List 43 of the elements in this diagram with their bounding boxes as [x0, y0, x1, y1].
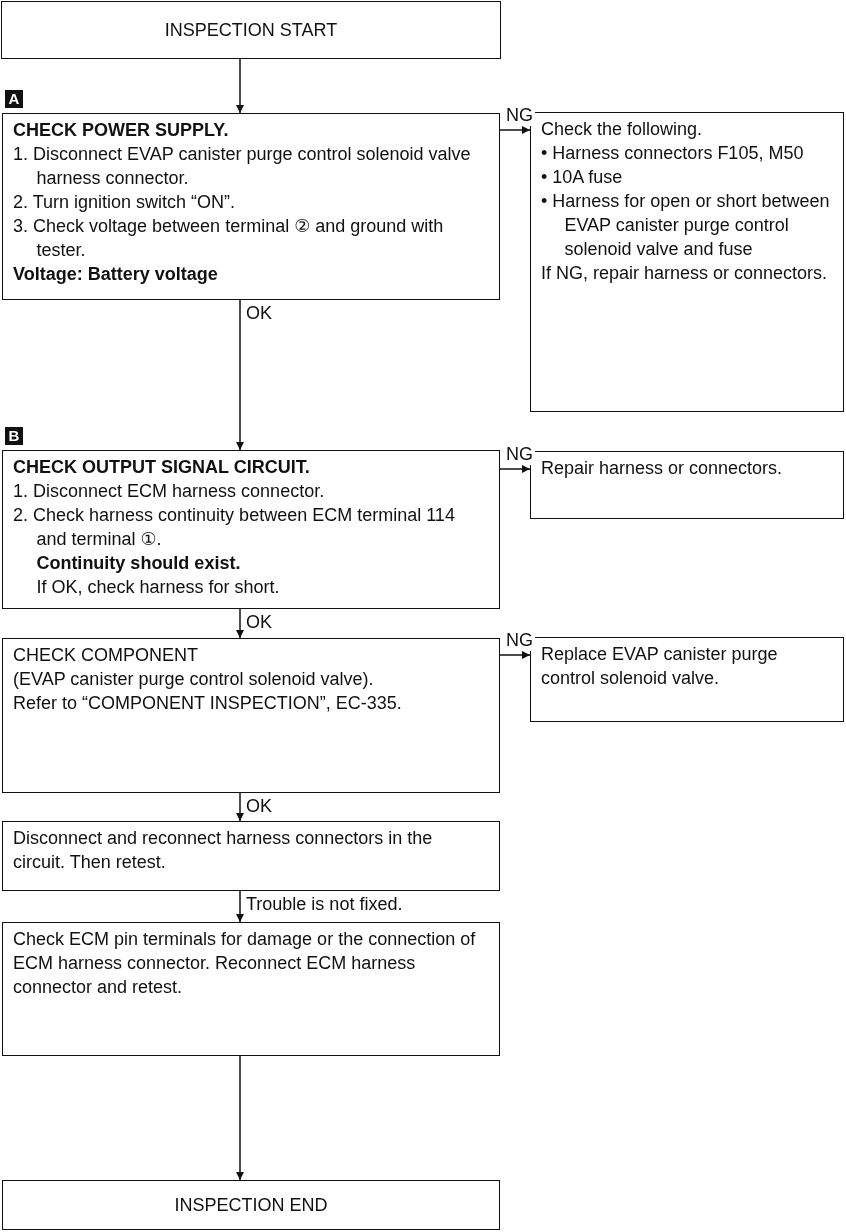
process-box [2, 638, 500, 793]
process-box [2, 821, 500, 891]
box-text: Repair harness or connectors. [541, 457, 784, 480]
arrow [499, 126, 531, 134]
box-text: Voltage: Battery voltage [13, 263, 219, 286]
box-text: 3. Check voltage between terminal ② and ground with tester. [13, 215, 445, 262]
box-text: INSPECTION START [163, 19, 339, 42]
box-text: Check ECM pin terminals for damage or the connection of ECM harness connector. Reconnect ECM harness connector and retest. [13, 928, 477, 999]
box-text: If NG, repair harness or connectors. [541, 262, 829, 285]
section-marker: B [5, 427, 23, 445]
arrow [236, 890, 244, 923]
process-box [2, 1180, 500, 1230]
box-text: CHECK COMPONENT [13, 644, 199, 667]
box-text: Refer to “COMPONENT INSPECTION”, EC-335. [13, 692, 403, 715]
arrow [236, 299, 244, 451]
box-text: 2. Check harness continuity between ECM terminal 114 and terminal ①. [13, 504, 456, 551]
box-text: 1. Disconnect EVAP canister purge control solenoid valve harness connector. [13, 143, 472, 190]
box-text: 1. Disconnect ECM harness connector. [13, 480, 326, 503]
box-text: Disconnect and reconnect harness connectors in the circuit. Then retest. [13, 827, 434, 874]
box-text: Check the following. [541, 118, 704, 141]
box-text: If OK, check harness for short. [35, 576, 281, 599]
arrow [236, 58, 244, 114]
arrow [236, 1055, 244, 1181]
arrow [236, 792, 244, 822]
box-text: 2. Turn ignition switch “ON”. [13, 191, 237, 214]
process-box [530, 112, 844, 412]
box-text: INSPECTION END [173, 1194, 329, 1217]
box-text: CHECK OUTPUT SIGNAL CIRCUIT. [13, 456, 311, 479]
process-box [530, 451, 844, 519]
arrow [236, 608, 244, 639]
arrow [499, 651, 531, 659]
box-text: CHECK POWER SUPPLY. [13, 119, 230, 142]
box-text: • Harness for open or short between EVAP canister purge control solenoid valve and fuse [541, 190, 831, 261]
box-text: Replace EVAP canister purge control solenoid valve. [541, 643, 779, 690]
process-box [1, 1, 501, 59]
arrow [499, 465, 531, 473]
box-text: • Harness connectors F105, M50 [541, 142, 805, 165]
box-text: • 10A fuse [541, 166, 624, 189]
box-text: Continuity should exist. [35, 552, 242, 575]
box-text: (EVAP canister purge control solenoid valve). [13, 668, 375, 691]
process-box [2, 922, 500, 1056]
section-marker: A [5, 90, 23, 108]
process-box [530, 637, 844, 722]
